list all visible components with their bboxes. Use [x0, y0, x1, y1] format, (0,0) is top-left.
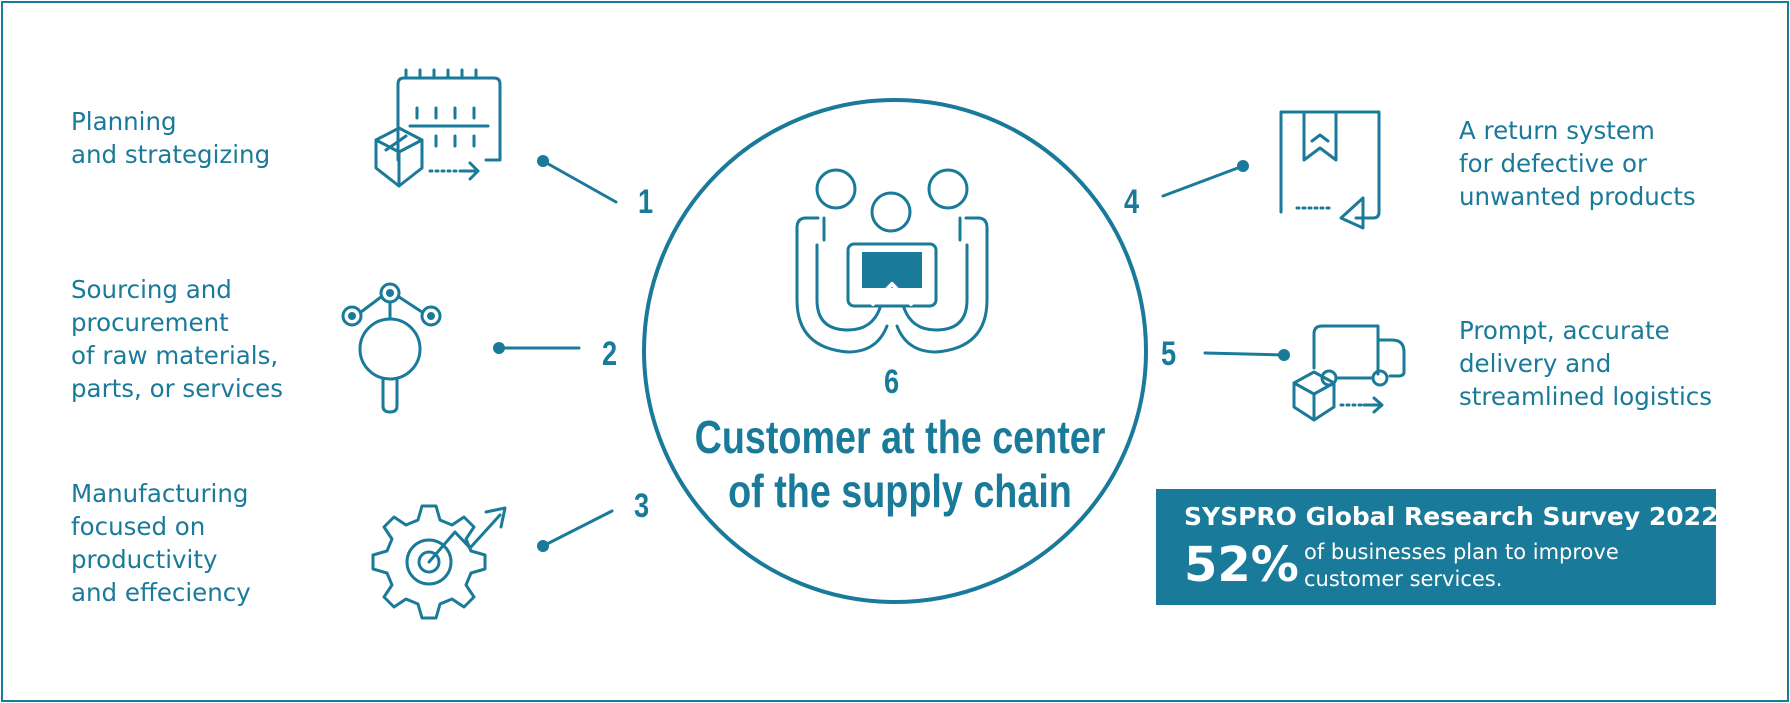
- survey-callout: SYSPRO Global Research Survey 2022 52% o…: [1156, 489, 1719, 605]
- label-line: and effeciency: [71, 578, 251, 607]
- label-line: Planning: [71, 107, 177, 136]
- delivery-truck-icon: [1292, 324, 1406, 422]
- calendar-box-icon: [374, 68, 502, 188]
- connector-lines: [497, 159, 1286, 548]
- label-manufacturing: Manufacturing focused on productivity an…: [71, 477, 251, 609]
- label-line: Sourcing and: [71, 275, 232, 304]
- center-title-line1: Customer at the center: [694, 411, 1106, 463]
- label-line: Manufacturing: [71, 479, 249, 508]
- return-package-icon: [1279, 110, 1381, 230]
- survey-text-line2: customer services.: [1304, 567, 1503, 591]
- customer-group-icon: [795, 168, 989, 354]
- gear-growth-icon: [371, 504, 507, 620]
- step-number-3: 3: [634, 487, 650, 525]
- label-line: of raw materials,: [71, 341, 279, 370]
- step-number-1: 1: [638, 183, 654, 221]
- survey-text: of businesses plan to improve customer s…: [1304, 539, 1619, 593]
- survey-percent: 52%: [1184, 537, 1299, 593]
- label-line: delivery and: [1459, 349, 1612, 378]
- center-circle: [642, 98, 1148, 604]
- label-line: streamlined logistics: [1459, 382, 1712, 411]
- center-title: Customer at the center of the supply cha…: [687, 410, 1113, 518]
- label-returns: A return system for defective or unwante…: [1459, 114, 1696, 213]
- label-line: for defective or: [1459, 149, 1648, 178]
- label-line: A return system: [1459, 116, 1655, 145]
- step-number-5: 5: [1161, 335, 1177, 373]
- survey-text-line1: of businesses plan to improve: [1304, 540, 1619, 564]
- step-number-6: 6: [884, 363, 900, 401]
- label-line: Prompt, accurate: [1459, 316, 1670, 345]
- label-line: parts, or services: [71, 374, 283, 403]
- label-line: and strategizing: [71, 140, 271, 169]
- label-line: procurement: [71, 308, 229, 337]
- label-sourcing: Sourcing and procurement of raw material…: [71, 273, 283, 405]
- step-number-4: 4: [1124, 183, 1140, 221]
- survey-title: SYSPRO Global Research Survey 2022: [1184, 502, 1719, 531]
- label-line: unwanted products: [1459, 182, 1696, 211]
- label-line: productivity: [71, 545, 218, 574]
- sourcing-network-icon: [341, 282, 442, 414]
- label-line: focused on: [71, 512, 206, 541]
- label-delivery: Prompt, accurate delivery and streamline…: [1459, 314, 1712, 413]
- center-title-line2: of the supply chain: [728, 465, 1072, 517]
- step-number-2: 2: [602, 335, 618, 373]
- label-planning: Planning and strategizing: [71, 105, 270, 171]
